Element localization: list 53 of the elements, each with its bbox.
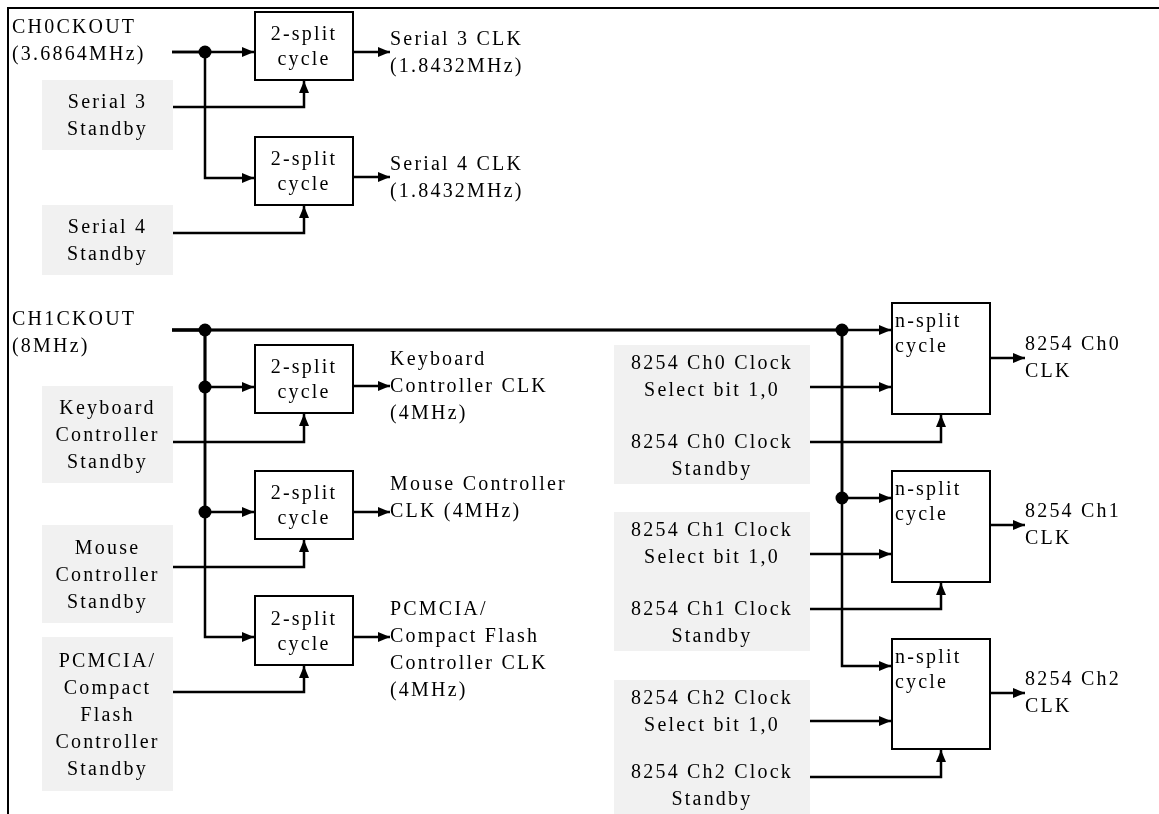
arrow bbox=[173, 666, 309, 694]
signal-name: 8254 Ch2 Clock Select bit 1,0 bbox=[630, 685, 794, 737]
arrow bbox=[810, 583, 946, 611]
signal-label: CH0CKOUT (3.6864MHz) bbox=[12, 13, 172, 69]
arrow bbox=[172, 50, 254, 183]
divider-block: n-split cycle bbox=[891, 638, 991, 750]
arrow bbox=[354, 172, 390, 182]
arrow bbox=[173, 206, 309, 235]
divider-block: 2-split cycle bbox=[254, 344, 354, 414]
arrow bbox=[173, 540, 309, 569]
signal-label: 8254 Ch1 CLK bbox=[1025, 497, 1135, 553]
divider-block: 2-split cycle bbox=[254, 595, 354, 666]
signal-label: CH1CKOUT (8MHz) bbox=[12, 305, 172, 361]
arrow bbox=[173, 414, 309, 444]
control-signal-panel bbox=[614, 512, 810, 651]
arrow bbox=[810, 382, 891, 392]
signal-label: 8254 Ch2 CLK bbox=[1025, 665, 1135, 721]
control-signal-panel: Mouse Controller Standby bbox=[42, 525, 173, 623]
control-signal-panel: Keyboard Controller Standby bbox=[42, 386, 173, 483]
arrow bbox=[810, 750, 946, 779]
arrow bbox=[173, 81, 309, 109]
signal-label: PCMCIA/ Compact Flash Controller CLK (4MHz) bbox=[390, 595, 570, 707]
arrow bbox=[354, 381, 390, 391]
arrow bbox=[991, 688, 1025, 698]
arrow bbox=[991, 520, 1025, 530]
divider-block: n-split cycle bbox=[891, 470, 991, 583]
control-signal-panel: PCMCIA/ Compact Flash Controller Standby bbox=[42, 637, 173, 791]
divider-block: 2-split cycle bbox=[254, 11, 354, 81]
signal-label: Serial 4 CLK (1.8432MHz) bbox=[390, 150, 570, 206]
arrow bbox=[354, 507, 390, 517]
divider-block: n-split cycle bbox=[891, 302, 991, 415]
arrow bbox=[810, 415, 946, 444]
control-signal-panel bbox=[614, 345, 810, 484]
control-signal-panel: Serial 4 Standby bbox=[42, 205, 173, 275]
arrow bbox=[810, 549, 891, 559]
signal-name: 8254 Ch0 Clock Standby bbox=[630, 429, 794, 482]
signal-label: Mouse Controller CLK (4MHz) bbox=[390, 470, 570, 554]
control-signal-panel: Serial 3 Standby bbox=[42, 80, 173, 150]
arrow bbox=[354, 632, 390, 642]
arrow bbox=[172, 328, 891, 671]
signal-name: 8254 Ch2 Clock Standby bbox=[630, 759, 794, 812]
signal-label: 8254 Ch0 CLK bbox=[1025, 330, 1135, 386]
divider-block: 2-split cycle bbox=[254, 136, 354, 206]
arrow bbox=[354, 47, 390, 57]
signal-name: 8254 Ch1 Clock Select bit 1,0 bbox=[630, 517, 794, 569]
arrow bbox=[810, 716, 891, 726]
arrow bbox=[991, 353, 1025, 363]
signal-label: Keyboard Controller CLK (4MHz) bbox=[390, 345, 570, 429]
divider-block: 2-split cycle bbox=[254, 470, 354, 540]
signal-name: 8254 Ch1 Clock Standby bbox=[630, 596, 794, 649]
control-signal-panel bbox=[614, 680, 810, 814]
signal-name: 8254 Ch0 Clock Select bit 1,0 bbox=[630, 350, 794, 402]
signal-label: Serial 3 CLK (1.8432MHz) bbox=[390, 25, 570, 81]
